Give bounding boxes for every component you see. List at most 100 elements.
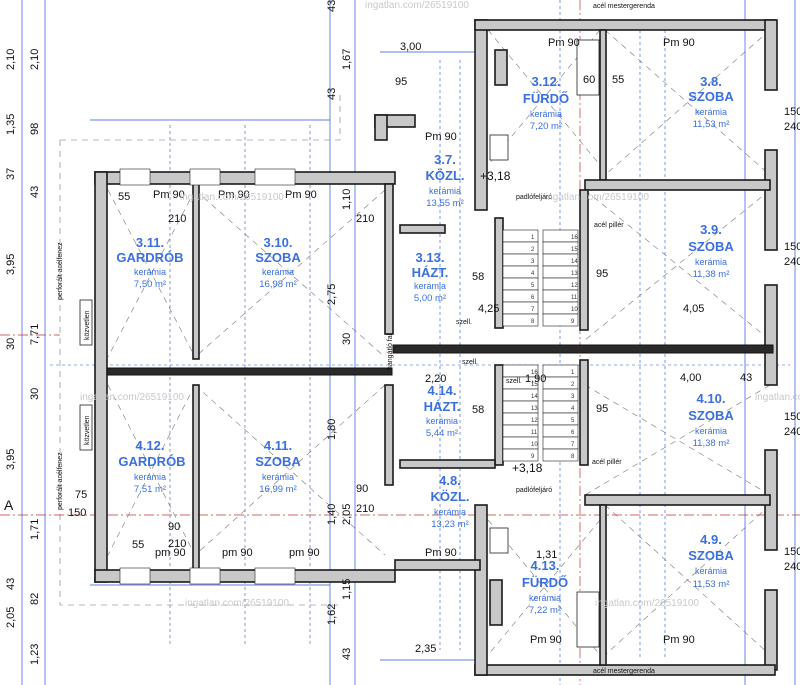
room-name: HÁZT. <box>424 399 461 414</box>
dimension: pm 90 <box>222 547 253 559</box>
room-material: kerámia <box>414 281 446 291</box>
room-area: 11,38 m² <box>693 269 730 280</box>
room-name: GARDRÓB <box>118 454 185 469</box>
dimension-mid: 1,67 <box>341 49 353 70</box>
room-number: 3.9. <box>700 222 722 237</box>
stair-number: 3 <box>531 259 535 265</box>
watermark: ingatlan.com/26519100 <box>80 392 184 403</box>
room-name: KÖZL. <box>426 168 465 183</box>
dimension-left: 2,05 <box>5 607 17 628</box>
watermark: ingatlan.com/26519100 <box>755 392 800 403</box>
stair-number: 14 <box>531 394 538 400</box>
watermark: ingatlan.com/26519100 <box>365 0 469 11</box>
room-name: SZOBA <box>688 239 734 254</box>
room-area: 5,00 m² <box>414 293 446 304</box>
dimension-mid: 1,40 <box>326 504 338 525</box>
dimension-right: 240 <box>784 426 800 438</box>
room-4-12: 4.12. GARDRÓB kerámia 7,51 m² <box>118 438 185 495</box>
dimension: 210 <box>356 213 374 225</box>
room-name: SZOBA <box>255 454 301 469</box>
elevation-mark: +3,18 <box>512 461 543 475</box>
dimension-left: 7,71 <box>29 324 41 345</box>
dimension-left: 30 <box>29 388 41 400</box>
room-area: 13,23 m² <box>431 519 469 530</box>
room-area: 7,50 m² <box>134 279 166 290</box>
room-name: SZOBA <box>255 250 301 265</box>
room-area: 7,20 m² <box>530 121 562 132</box>
dimension: 2,35 <box>415 643 436 655</box>
dimension: 90 <box>168 521 180 533</box>
sound-wall-label: hangátló fal <box>387 333 394 370</box>
room-4-9: 4.9. SZOBA kerámia 11,53 m² <box>688 532 734 590</box>
column-label: acél pillér <box>592 459 622 466</box>
dimension-right: 150 <box>784 411 800 423</box>
column-label: acél pillér <box>594 222 624 229</box>
dimension-mid: 43 <box>326 88 338 100</box>
attic-access-label: padlófeljáró <box>516 194 552 201</box>
room-name: HÁZT. <box>412 265 449 280</box>
dimension-left: 1,35 <box>5 114 17 135</box>
grille-label: perforált acélfenez <box>57 452 64 510</box>
dimension: 58 <box>472 271 484 283</box>
dimension-mid: 1,15 <box>341 579 353 600</box>
stair-number: 15 <box>571 247 578 253</box>
stair-number: 2 <box>571 382 575 388</box>
room-number: 3.7. <box>434 152 456 167</box>
dimension-mid: 1,62 <box>326 604 338 625</box>
room-name: SZOBA <box>688 408 734 423</box>
dimension-left: 2,10 <box>29 49 41 70</box>
room-number: 4.8. <box>439 473 461 488</box>
room-name: FÜRDŐ <box>523 91 569 106</box>
dimension-mid: 30 <box>341 333 353 345</box>
stair-number: 3 <box>571 394 575 400</box>
dimension-right: 240 <box>784 121 800 133</box>
dimension: 90 <box>356 483 368 495</box>
dimension: Pm 90 <box>153 189 185 201</box>
room-4-11: 4.11. SZOBA kerámia 16,99 m² <box>255 438 301 495</box>
room-number: 4.13. <box>531 558 560 573</box>
stair-number: 5 <box>571 418 575 424</box>
dimension-right: 150 <box>784 546 800 558</box>
stair-number: 7 <box>531 307 535 313</box>
annotations: acél mestergerenda acél mestergerenda ac… <box>4 3 655 675</box>
room-material: kerámia <box>695 426 727 436</box>
room-area: 7,22 m² <box>529 605 561 616</box>
room-area: 16,98 m² <box>259 279 297 290</box>
dimension: Pm 90 <box>425 131 457 143</box>
dimension: 95 <box>395 76 407 88</box>
dimension-mid: 43 <box>326 0 338 12</box>
dimension-left: 37 <box>5 168 17 180</box>
dimension-right: 150 <box>784 241 800 253</box>
dimension-left: 30 <box>5 338 17 350</box>
dimension-right: 150 <box>784 106 800 118</box>
room-3-9: 3.9. SZOBA kerámia 11,38 m² <box>688 222 734 280</box>
dimension: 210 <box>168 538 186 550</box>
stair-number: 13 <box>571 271 578 277</box>
room-4-10: 4.10. SZOBA kerámia 11,38 m² <box>688 391 734 449</box>
dimension: 3,00 <box>400 41 421 53</box>
dimension: 4,05 <box>683 303 704 315</box>
bathroom-fixtures <box>489 39 600 648</box>
watermark: ingatlan.com/26519100 <box>545 192 649 203</box>
watermark: ingatlan.com/26519100 <box>180 192 284 203</box>
room-material: kerámia <box>262 267 294 277</box>
room-4-14: 4.14. HÁZT. kerámia 5,44 m² <box>424 383 461 439</box>
dimension-mid: 1,10 <box>341 189 353 210</box>
beam-label-bottom: acél mestergerenda <box>593 668 655 675</box>
room-material: kerámia <box>695 257 727 267</box>
dimension-texts: 3,00 2,20 1,90 4,05 4,00 1,31 2,35 4,25 … <box>68 37 752 655</box>
room-number: 4.14. <box>428 383 457 398</box>
dimension-left: 82 <box>29 593 41 605</box>
vent-label: szell. <box>456 319 472 326</box>
grille-label: perforált acélfenez <box>57 242 64 300</box>
room-number: 4.9. <box>700 532 722 547</box>
room-material: kerámia <box>429 186 461 196</box>
watermarks: ingatlan.com/26519100 ingatlan.com/26519… <box>80 0 800 609</box>
stair-number: 13 <box>531 406 538 412</box>
dimension: 1,31 <box>536 549 557 561</box>
dimension: 210 <box>356 503 374 515</box>
stair-number: 11 <box>531 430 538 436</box>
